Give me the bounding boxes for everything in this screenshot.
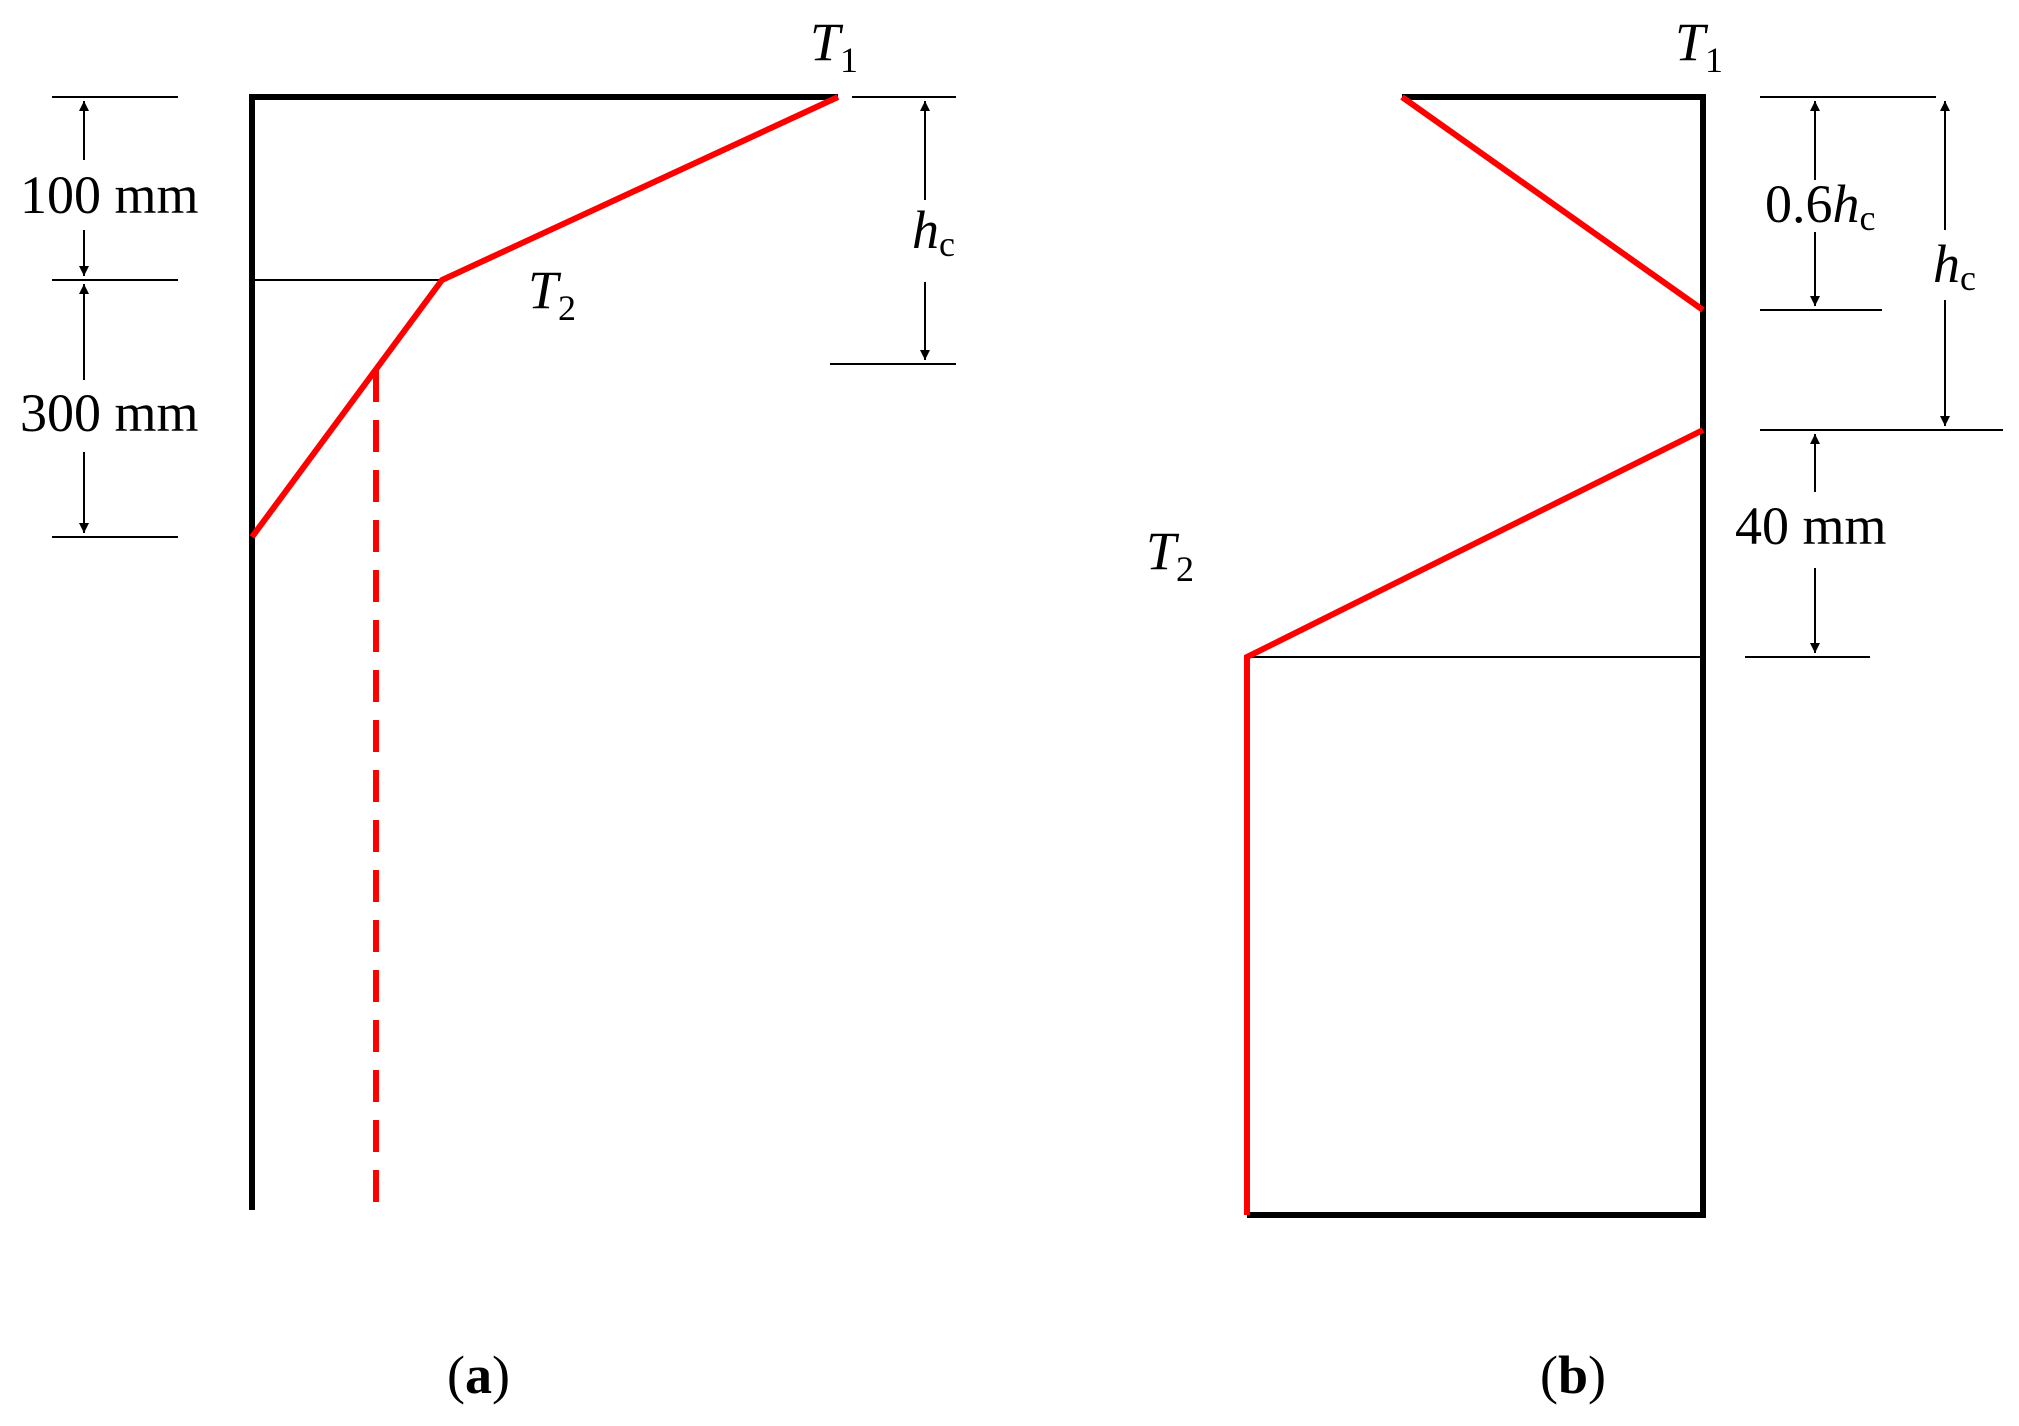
panel-a-section-outline (249, 94, 838, 1210)
panel-a-hc-dimension (830, 96, 956, 365)
panel-b-dim-06hc-label: 0.6hc (1765, 174, 1875, 238)
panel-a-dim-100-label: 100 mm (20, 165, 199, 225)
panel-b-caption: (b) (1540, 1345, 1606, 1405)
panel-a-hc-label: hc (912, 200, 955, 264)
panel-b-lower-temperature-profile (1244, 427, 1705, 1215)
panel-b-right-dimension-chain (1745, 96, 2003, 658)
panel-a-dim-300-label: 300 mm (20, 383, 199, 443)
panel-a-caption: (a) (447, 1345, 510, 1405)
panel-b-top-temperature-profile (1400, 94, 1705, 313)
panel-a-temperature-profile (249, 94, 840, 539)
panel-b-t1-label: T1 (1675, 12, 1723, 80)
panel-b-dim-40-label: 40 mm (1735, 496, 1887, 556)
panel-b-t2-label: T2 (1146, 521, 1194, 589)
panel-a: 100 mm 300 mm hc T1 T2 (a) (20, 12, 956, 1405)
panel-b-hc-label: hc (1933, 234, 1976, 298)
panel-b: 0.6hc hc 40 mm T1 T2 (b) (1146, 12, 2003, 1405)
panel-a-t1-label: T1 (810, 12, 858, 80)
panel-a-t2-label: T2 (528, 260, 576, 328)
panel-a-left-dimension-chain (52, 96, 178, 538)
